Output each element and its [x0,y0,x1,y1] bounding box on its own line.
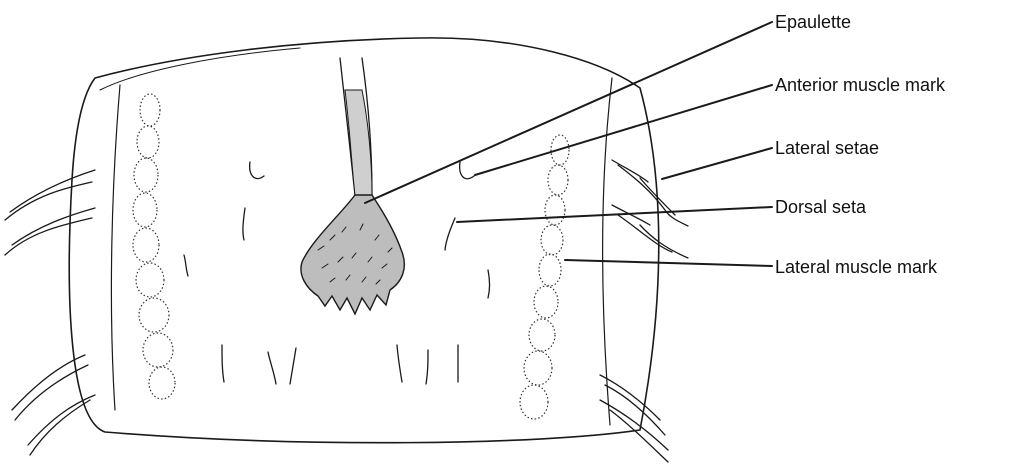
left-lateral-muscle-mark [133,94,175,399]
label-dorsal-seta: Dorsal seta [775,197,867,217]
right-lateral-setae [600,160,688,462]
right-lateral-muscle-mark [520,135,569,419]
lateral-setae-leader [662,148,772,179]
lateral-muscle-mark-leader [565,260,772,266]
dorsal-seta-leader [457,207,772,222]
label-lateral-muscle-mark: Lateral muscle mark [775,257,938,277]
leader-lines [365,22,772,266]
label-epaulette: Epaulette [775,12,851,32]
left-lateral-setae [5,170,95,455]
epaulette-structure [301,58,404,314]
label-anterior-muscle-mark: Anterior muscle mark [775,75,946,95]
labels: Epaulette Anterior muscle mark Lateral s… [775,12,946,277]
label-lateral-setae: Lateral setae [775,138,879,158]
epaulette-leader [365,22,772,203]
